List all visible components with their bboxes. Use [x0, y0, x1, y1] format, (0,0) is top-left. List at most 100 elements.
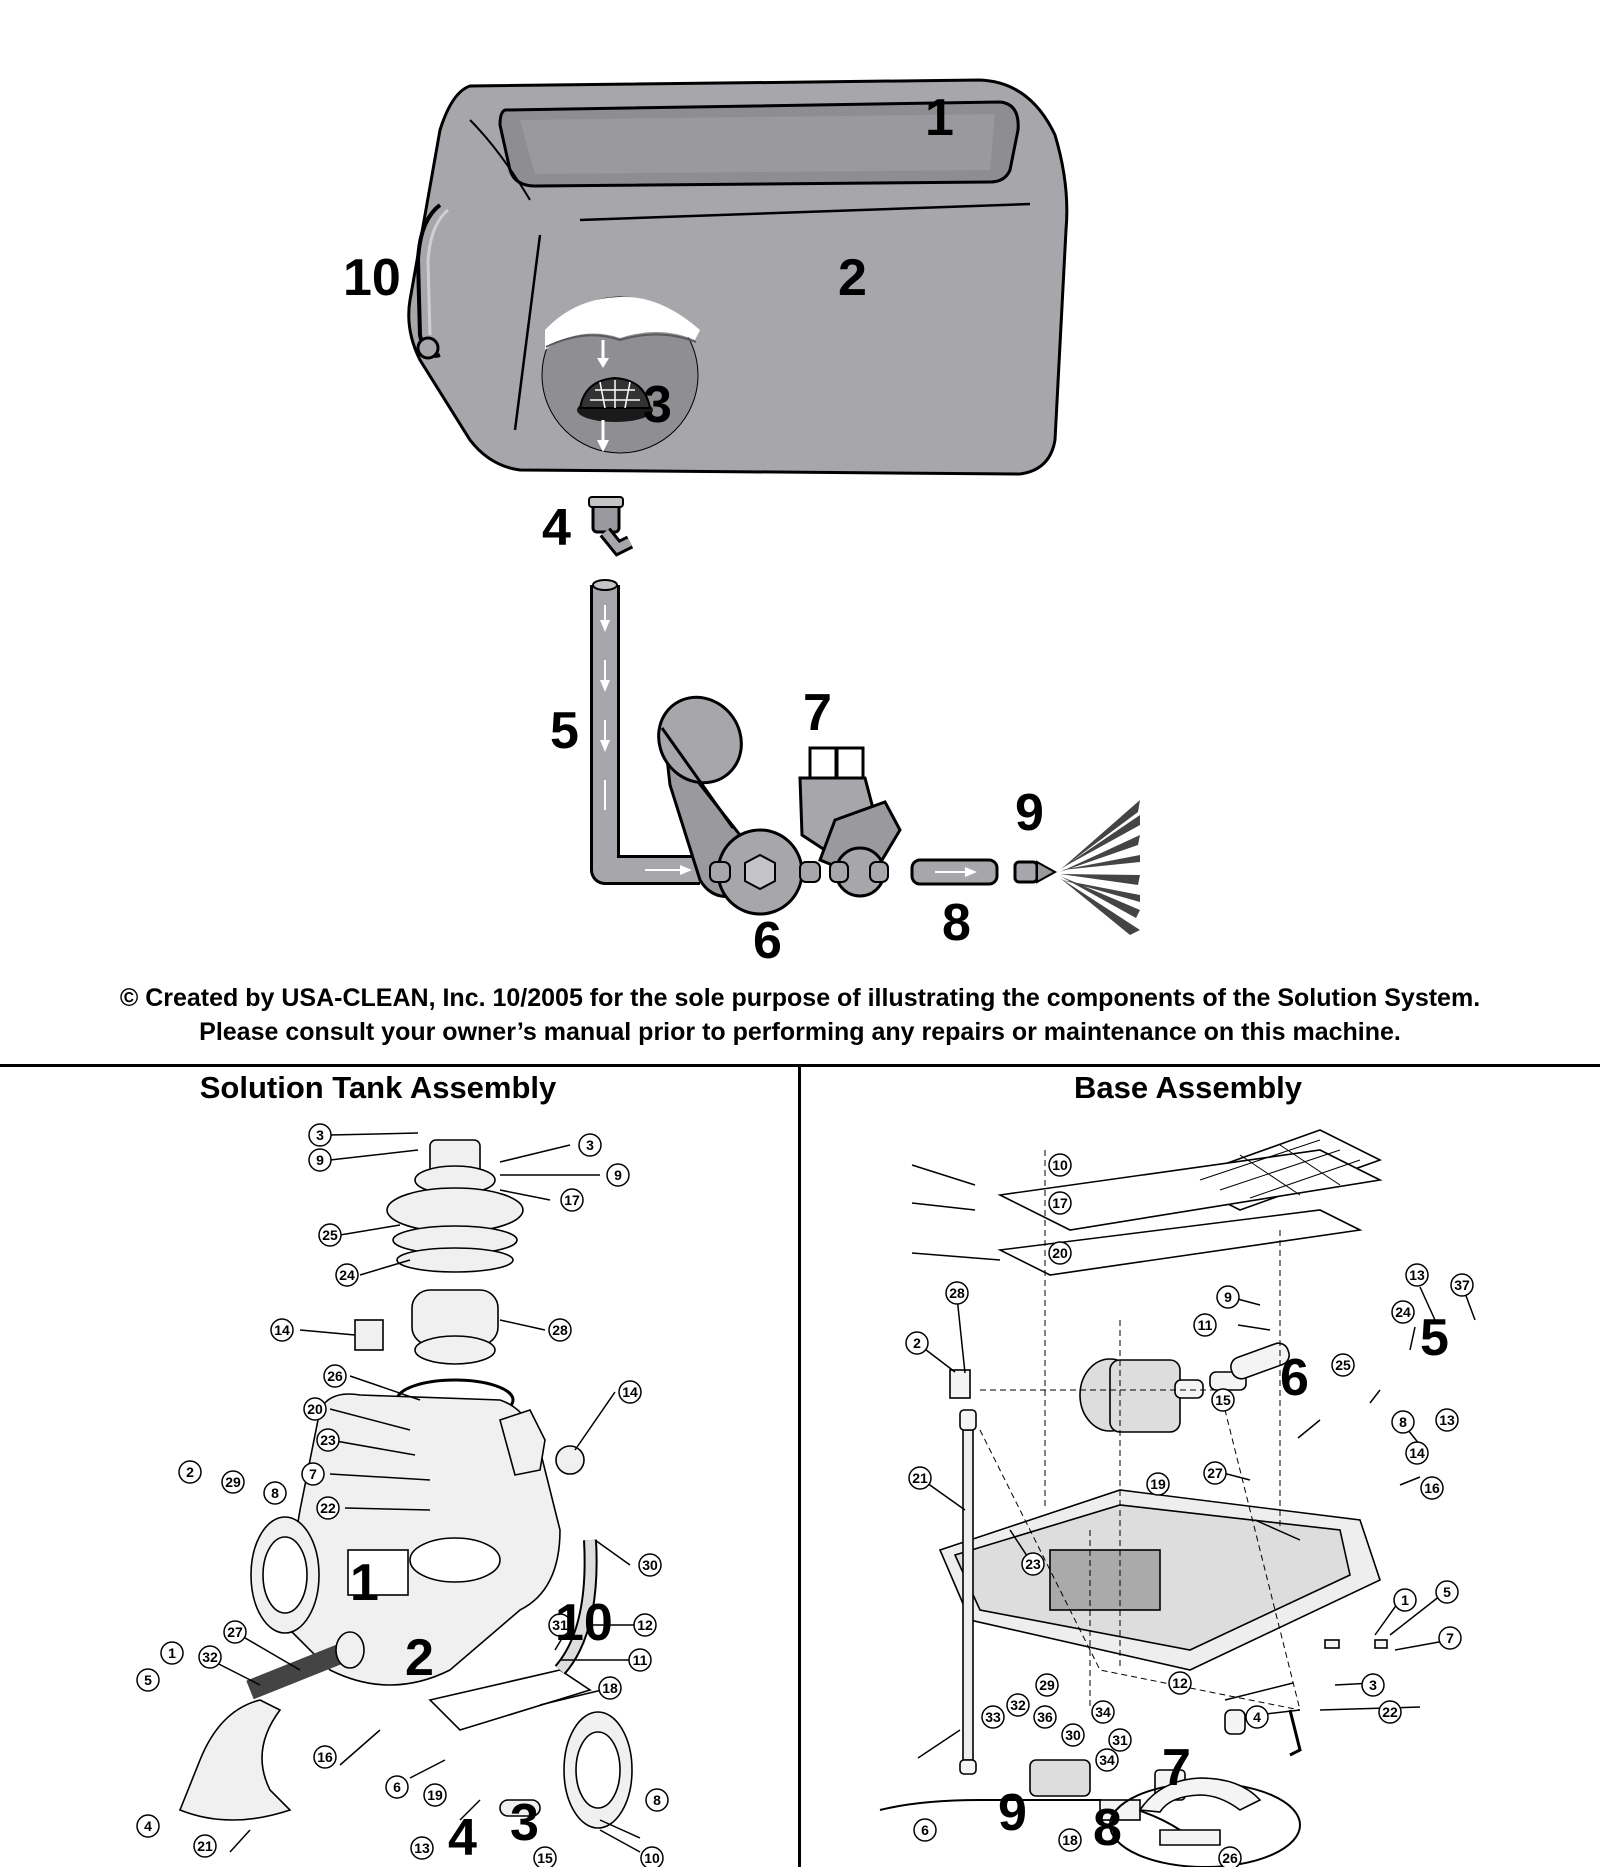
vertical-divider: [798, 1064, 801, 1867]
callout: 4: [1253, 1709, 1261, 1725]
callout: 31: [1112, 1732, 1128, 1748]
callout: 10: [1052, 1157, 1068, 1173]
callout: 24: [1395, 1304, 1411, 1320]
callout: 27: [227, 1624, 243, 1640]
big-label-10: 10: [555, 1594, 613, 1652]
callout: 13: [1409, 1267, 1425, 1283]
callout: 31: [552, 1617, 568, 1633]
callout: 8: [271, 1485, 279, 1501]
callout: 29: [1039, 1677, 1055, 1693]
top-part-labels: 1 2 3 4 5 6 7 8 9 10: [343, 89, 1044, 970]
callout: 3: [316, 1127, 324, 1143]
callout: 30: [642, 1557, 658, 1573]
callout: 15: [1215, 1392, 1231, 1408]
callout: 1: [168, 1645, 176, 1661]
callout: 8: [653, 1792, 661, 1808]
callout: 19: [427, 1787, 443, 1803]
callout: 17: [1052, 1195, 1068, 1211]
callout: 16: [317, 1749, 333, 1765]
callout: 5: [144, 1672, 152, 1688]
callout: 37: [1454, 1277, 1470, 1293]
callout: 2: [186, 1464, 194, 1480]
callout: 19: [1150, 1476, 1166, 1492]
big-label-2: 2: [405, 1629, 434, 1687]
callout: 4: [144, 1818, 152, 1834]
copyright-notice: © Created by USA-CLEAN, Inc. 10/2005 for…: [119, 984, 1481, 1012]
big-label-3: 3: [510, 1794, 539, 1852]
callout: 32: [1010, 1697, 1026, 1713]
callout: 13: [414, 1840, 430, 1856]
callout: 1: [1401, 1592, 1409, 1608]
callout: 33: [985, 1709, 1001, 1725]
label-1: 1: [925, 89, 954, 147]
callout: 25: [322, 1227, 338, 1243]
solenoid-valve-drawing: [798, 746, 902, 898]
callout: 7: [1446, 1630, 1454, 1646]
callout: 30: [1065, 1727, 1081, 1743]
callout: 34: [1095, 1704, 1111, 1720]
solution-tank-big-labels: 1 2 10 4 3: [350, 1554, 613, 1867]
callout: 21: [197, 1838, 213, 1854]
label-7: 7: [803, 684, 832, 742]
solution-tank-drawing: [407, 78, 1069, 476]
label-4: 4: [542, 499, 571, 557]
solution-tube-drawing: [590, 579, 700, 885]
outlet-tube-drawing: [910, 858, 999, 886]
callout: 29: [225, 1474, 241, 1490]
big-label-6: 6: [1280, 1349, 1309, 1407]
callout: 23: [320, 1432, 336, 1448]
callout: 14: [1409, 1445, 1425, 1461]
manual-notice: Please consult your owner’s manual prior…: [199, 1018, 1401, 1046]
solution-tank-assembly-diagram: 3 9 3 9 17 25 24 28 14 26 20 23 7 22 14 …: [136, 1123, 669, 1867]
label-5: 5: [550, 702, 579, 760]
label-9: 9: [1015, 784, 1044, 842]
callout: 18: [1062, 1832, 1078, 1848]
callout: 3: [1369, 1677, 1377, 1693]
callout: 7: [309, 1466, 317, 1482]
callout: 32: [202, 1649, 218, 1665]
callout: 9: [614, 1167, 622, 1183]
base-big-labels: 6 5 7 9 8: [998, 1309, 1449, 1857]
big-label-8: 8: [1093, 1799, 1122, 1857]
callout: 25: [1335, 1357, 1351, 1373]
callout: 13: [1439, 1412, 1455, 1428]
callout: 22: [1382, 1704, 1398, 1720]
callout: 23: [1025, 1556, 1041, 1572]
base-assembly-title: Base Assembly: [1073, 1070, 1303, 1105]
callout: 10: [644, 1850, 660, 1866]
callout: 14: [274, 1322, 290, 1338]
callout: 6: [393, 1779, 401, 1795]
callout: 9: [316, 1152, 324, 1168]
callout: 11: [1198, 1317, 1213, 1333]
spray-nozzle-drawing: [1013, 800, 1140, 935]
solution-tank-assembly-title: Solution Tank Assembly: [199, 1070, 557, 1105]
solution-tank-callouts: 3 9 3 9 17 25 24 28 14 26 20 23 7 22 14 …: [136, 1123, 669, 1867]
callout: 28: [949, 1285, 965, 1301]
big-label-1: 1: [350, 1554, 379, 1612]
base-callouts: 10 17 20 9 11 13 37 24 28 2 25 15 8 13 1…: [905, 1153, 1474, 1867]
callout: 26: [1222, 1850, 1238, 1866]
callout: 11: [633, 1652, 648, 1668]
label-2: 2: [838, 249, 867, 307]
callout: 21: [912, 1470, 928, 1486]
callout: 20: [307, 1401, 323, 1417]
callout: 14: [622, 1384, 638, 1400]
callout: 8: [1399, 1414, 1407, 1430]
callout: 18: [602, 1680, 618, 1696]
callout: 6: [921, 1822, 929, 1838]
callout: 20: [1052, 1245, 1068, 1261]
callout: 9: [1224, 1289, 1232, 1305]
big-label-7: 7: [1162, 1739, 1191, 1797]
solution-system-illustration: 1 2 3 4 5 6 7 8 9 10: [343, 78, 1140, 970]
callout: 12: [1172, 1675, 1188, 1691]
callout: 24: [339, 1267, 355, 1283]
callout: 12: [637, 1617, 653, 1633]
big-label-4: 4: [448, 1809, 477, 1867]
callout: 17: [564, 1192, 580, 1208]
elbow-fitting-drawing: [588, 496, 634, 557]
callout: 15: [537, 1850, 553, 1866]
callout: 27: [1207, 1465, 1223, 1481]
callout: 34: [1099, 1752, 1115, 1768]
callout: 36: [1037, 1709, 1053, 1725]
